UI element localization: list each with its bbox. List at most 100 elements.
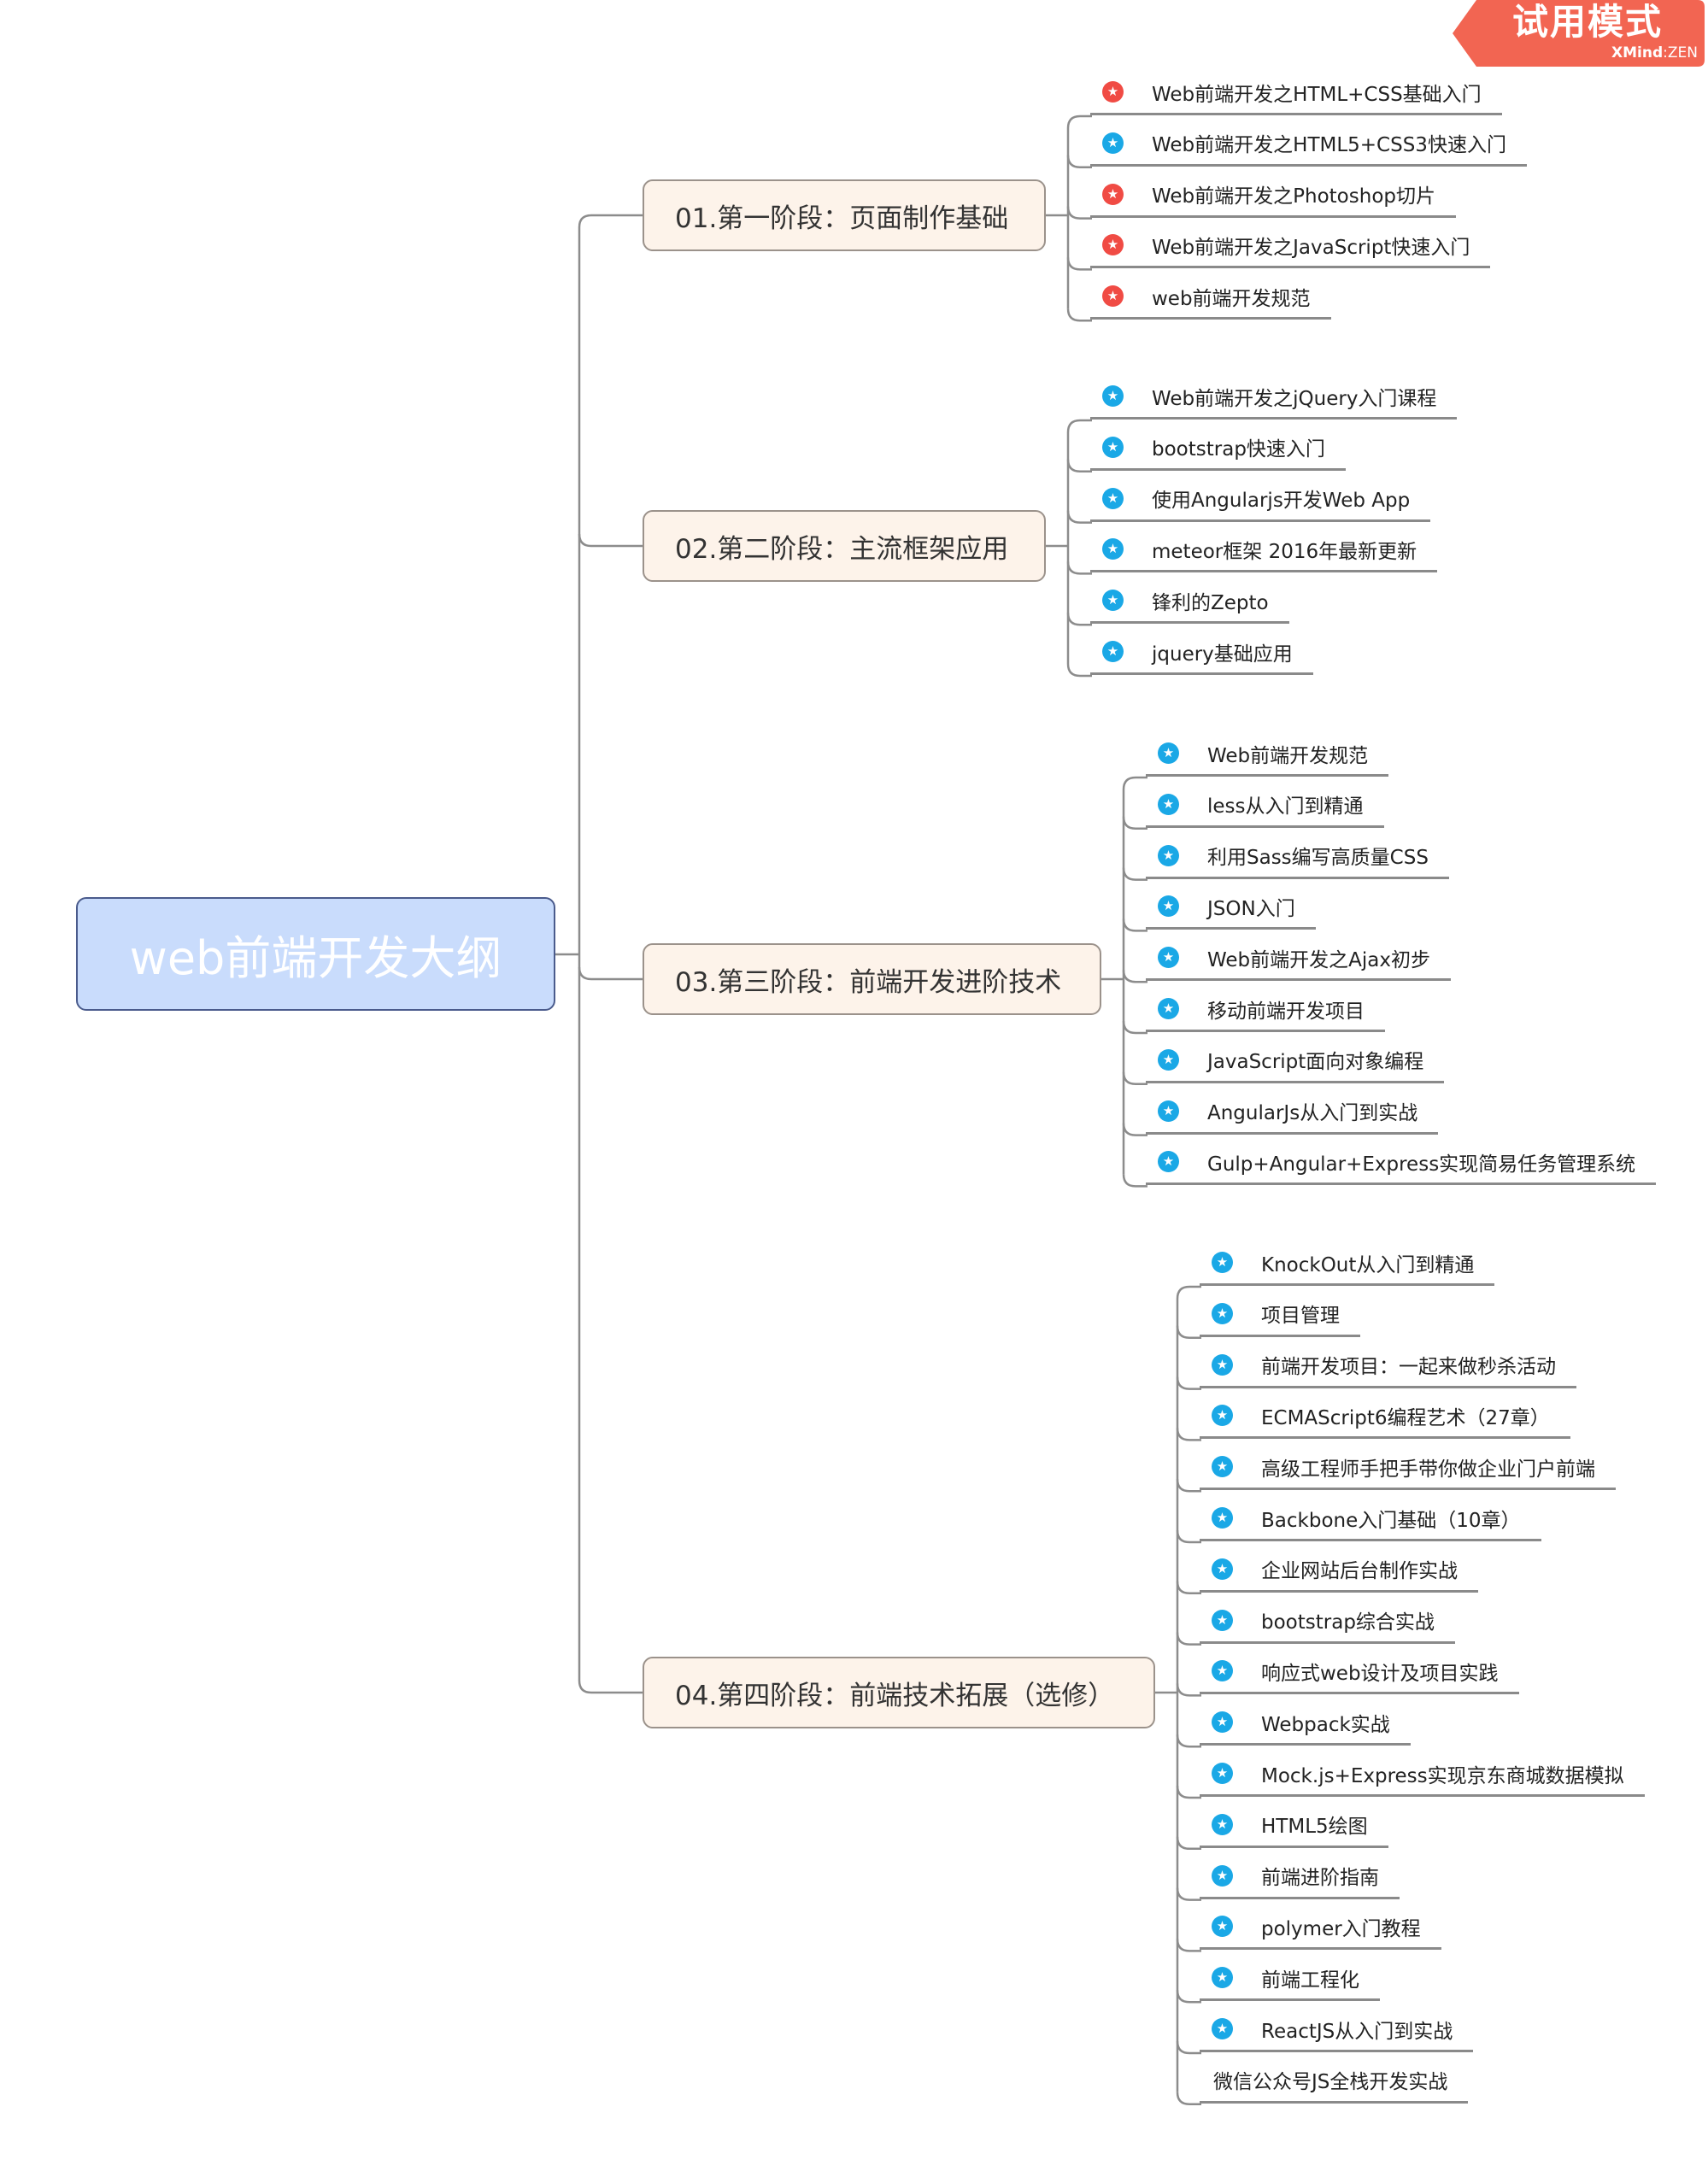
subtopic-label: Gulp+Angular+Express实现简易任务管理系统 (1207, 1153, 1636, 1176)
blue-star-icon: ★ (1158, 947, 1179, 969)
subtopic-label: polymer入门教程 (1261, 1917, 1421, 1940)
subtopic-item[interactable]: ★ JSON入门 (1146, 885, 1316, 930)
root-topic[interactable]: web前端开发大纲 (76, 897, 555, 1011)
subtopic-label: bootstrap快速入门 (1152, 438, 1325, 461)
subtopic-item[interactable]: ★Web前端开发之jQuery入门课程 (1090, 375, 1458, 420)
subtopic-label: 前端进阶指南 (1261, 1867, 1379, 1890)
subtopic-label: 企业网站后台制作实战 (1261, 1560, 1458, 1583)
blue-star-icon: ★ (1102, 590, 1124, 612)
bracket-curve (1066, 419, 1092, 433)
subtopic-item[interactable]: ★Backbone入门基础（10章） (1200, 1497, 1541, 1541)
subtopic-item[interactable]: ★JavaScript面向对象编程 (1146, 1039, 1445, 1083)
bracket-curve (1176, 1285, 1201, 1300)
subtopic-item[interactable]: ★移动前端开发项目 (1146, 988, 1385, 1032)
subtopic-item[interactable]: ★AngularJs从入门到实战 (1146, 1090, 1439, 1135)
subtopic-item[interactable]: ★ Web前端开发之Ajax初步 (1146, 936, 1451, 982)
subtopic-item[interactable]: ★HTML5绘图 (1200, 1804, 1388, 1848)
subtopic-item[interactable]: ★less从入门到精通 (1146, 783, 1384, 828)
subtopic-item[interactable]: ★ECMAScript6编程艺术（27章） (1200, 1394, 1570, 1440)
subtopic-item[interactable]: ★响应式web设计及项目实践 (1200, 1650, 1519, 1695)
blue-star-icon: ★ (1102, 487, 1124, 509)
bracket-curve (1176, 2092, 1201, 2106)
watermark-title: 试用模式 (1512, 1, 1664, 43)
subtopic-item[interactable]: ★Web前端开发规范 (1146, 732, 1389, 777)
blue-star-icon: ★ (1212, 2018, 1233, 2039)
stage-topic[interactable]: 04.第四阶段：前端技术拓展（选修） (643, 1657, 1155, 1728)
bracket-curve (1176, 1939, 1201, 1952)
subtopic-label: Web前端开发之HTML5+CSS3快速入门 (1152, 134, 1506, 157)
subtopic-item[interactable]: ★ Gulp+Angular+Express实现简易任务管理系统 (1146, 1141, 1657, 1186)
subtopic-item[interactable]: ★前端开发项目：一起来做秒杀活动 (1200, 1344, 1576, 1388)
bracket-curve (1176, 1376, 1201, 1390)
blue-star-icon: ★ (1102, 641, 1124, 662)
stage-connector (578, 966, 643, 981)
subtopic-item[interactable]: ★Mock.js+Express实现京东商城数据模拟 (1200, 1752, 1645, 1797)
subtopic-label: ReactJS从入门到实战 (1261, 2020, 1453, 2043)
subtopic-item[interactable]: ★项目管理 (1200, 1293, 1360, 1337)
bracket-curve (1066, 663, 1092, 678)
bracket-curve (1066, 459, 1092, 473)
subtopic-item[interactable]: ★前端进阶指南 (1200, 1855, 1400, 1899)
subtopic-item[interactable]: ★Web前端开发之HTML5+CSS3快速入门 (1090, 122, 1527, 167)
subtopic-item[interactable]: ★高级工程师手把手带你做企业门户前端 (1200, 1446, 1616, 1491)
blue-star-icon: ★ (1212, 1609, 1233, 1631)
subtopic-label: jquery基础应用 (1152, 643, 1293, 666)
subtopic-item[interactable]: ★web前端开发规范 (1090, 275, 1331, 320)
subtopic-item[interactable]: ★利用Sass编写高质量CSS (1146, 835, 1449, 879)
subtopic-label: JavaScript面向对象编程 (1207, 1051, 1424, 1074)
subtopic-label: meteor框架 2016年最新更新 (1152, 540, 1417, 563)
subtopic-label: 锋利的Zepto (1152, 591, 1269, 614)
bracket-curve (1122, 776, 1147, 790)
bracket-curve (1066, 308, 1092, 322)
subtopic-item[interactable]: ★前端工程化 (1200, 1957, 1380, 2002)
subtopic-item[interactable]: ★meteor框架 2016年最新更新 (1090, 528, 1438, 573)
bracket-curve (1176, 1529, 1201, 1544)
blue-star-icon: ★ (1212, 1353, 1233, 1376)
subtopic-item[interactable]: ★Web前端开发之HTML+CSS基础入门 (1090, 71, 1502, 115)
subtopic-item[interactable]: ★ ReactJS从入门到实战 (1200, 2008, 1474, 2052)
subtopic-item[interactable]: ★Webpack实战 (1200, 1701, 1411, 1746)
subtopic-item[interactable]: ★KnockOut从入门到精通 (1200, 1241, 1495, 1286)
stage-topic[interactable]: 01.第一阶段：页面制作基础 (643, 179, 1046, 251)
stage-topic[interactable]: 02.第二阶段：主流框架应用 (643, 510, 1046, 582)
subtopic-item[interactable]: 微信公众号JS全栈开发实战 (1200, 2059, 1469, 2104)
blue-star-icon: ★ (1212, 1763, 1233, 1784)
subtopic-item[interactable]: ★Web前端开发之Photoshop切片 (1090, 173, 1456, 218)
bracket-curve (1176, 2040, 1201, 2055)
blue-star-icon: ★ (1102, 385, 1124, 407)
watermark-brand-name: XMind (1611, 44, 1664, 62)
subtopic-item[interactable]: ★ polymer入门教程 (1200, 1905, 1441, 1951)
subtopic-item[interactable]: ★bootstrap综合实战 (1200, 1599, 1455, 1644)
subtopic-item[interactable]: ★ jquery基础应用 (1090, 631, 1313, 675)
bracket-curve (1176, 1683, 1201, 1697)
bracket-curve (1122, 1174, 1147, 1188)
subtopic-label: Web前端开发之Photoshop切片 (1152, 185, 1435, 208)
subtopic-item[interactable]: ★ 企业网站后台制作实战 (1200, 1548, 1478, 1593)
subtopic-label: Web前端开发之Ajax初步 (1207, 948, 1430, 971)
blue-star-icon: ★ (1158, 895, 1179, 918)
blue-star-icon: ★ (1158, 1151, 1179, 1173)
bracket-curve (1066, 510, 1092, 524)
subtopic-label: Web前端开发规范 (1207, 744, 1369, 767)
bracket-curve (1176, 1887, 1201, 1901)
blue-star-icon: ★ (1212, 1916, 1233, 1938)
stage-connector (578, 214, 643, 228)
bracket-curve (1122, 816, 1147, 830)
subtopic-item[interactable]: ★bootstrap快速入门 (1090, 426, 1346, 471)
subtopic-label: KnockOut从入门到精通 (1261, 1253, 1475, 1276)
blue-star-icon: ★ (1212, 1405, 1233, 1427)
subtopic-item[interactable]: ★使用Angularjs开发Web App (1090, 478, 1431, 522)
watermark-badge (1453, 0, 1705, 67)
bracket-curve (1176, 1990, 1201, 2004)
subtopic-label: JSON入门 (1207, 897, 1295, 920)
bracket-curve (1122, 867, 1147, 881)
blue-star-icon: ★ (1212, 1558, 1233, 1580)
subtopic-item[interactable]: ★ 锋利的Zepto (1090, 579, 1289, 625)
blue-star-icon: ★ (1212, 1711, 1233, 1734)
bracket-curve (1122, 918, 1147, 932)
bracket-curve (1176, 1428, 1201, 1441)
blue-star-icon: ★ (1212, 1660, 1233, 1682)
subtopic-item[interactable]: ★Web前端开发之JavaScript快速入门 (1090, 224, 1491, 269)
blue-star-icon: ★ (1212, 1813, 1233, 1835)
stage-topic[interactable]: 03.第三阶段：前端开发进阶技术 (643, 943, 1101, 1015)
